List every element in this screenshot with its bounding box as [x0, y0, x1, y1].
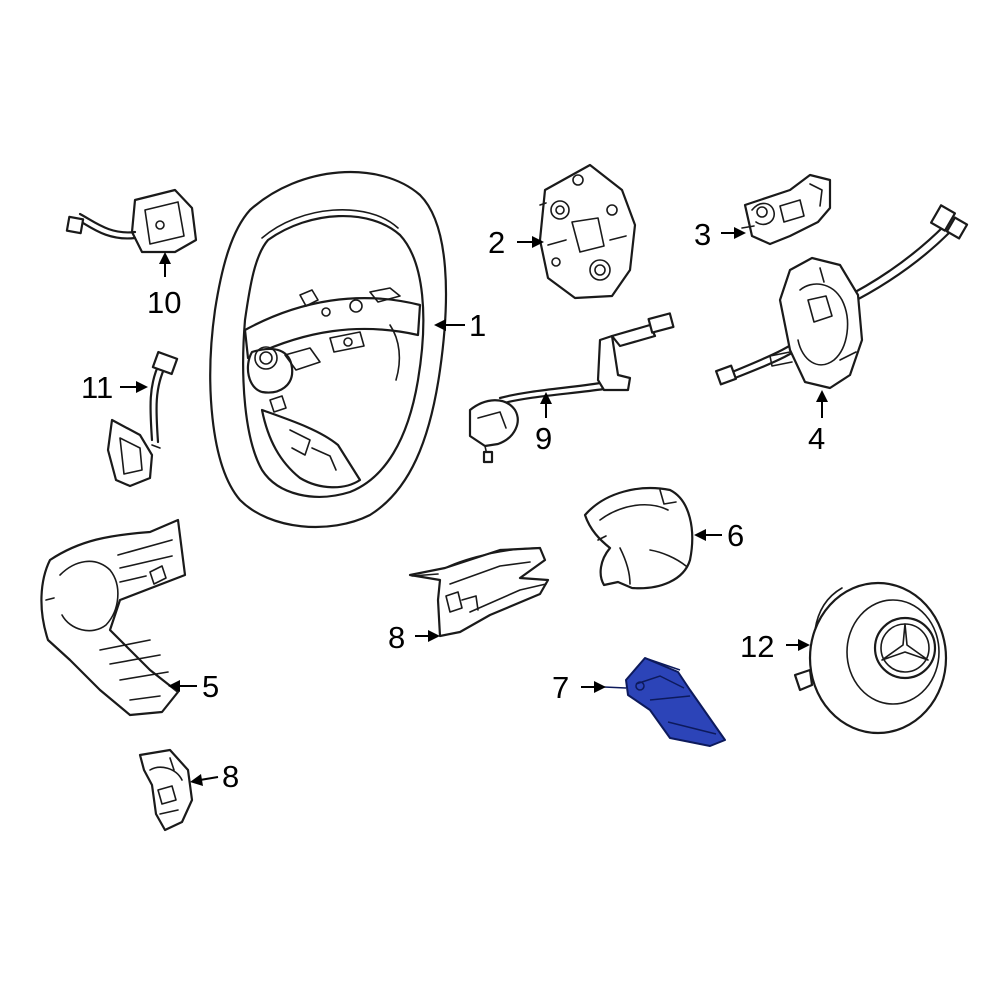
- leader-6: [694, 529, 722, 541]
- callout-7: 7: [552, 670, 569, 705]
- part-11-switch-harness[interactable]: [106, 350, 179, 488]
- part-7-trim-panel[interactable]: [603, 657, 726, 747]
- callout-8-upper: 8: [388, 620, 405, 655]
- callout-3: 3: [694, 217, 711, 252]
- part-5-lower-trim-cover[interactable]: [40, 518, 187, 717]
- part-12-airbag-module[interactable]: [793, 581, 948, 735]
- callout-2: 2: [488, 225, 505, 260]
- callout-5: 5: [202, 669, 219, 704]
- callout-1: 1: [469, 308, 486, 343]
- part-4-clock-spring[interactable]: [714, 204, 969, 390]
- part-8-switch-trim-upper[interactable]: [408, 546, 550, 638]
- callout-4: 4: [808, 421, 825, 456]
- callout-9: 9: [535, 421, 552, 456]
- part-6-upper-trim-cover[interactable]: [583, 486, 694, 590]
- leader-8b: [190, 774, 219, 786]
- callout-6: 6: [727, 518, 744, 553]
- callout-12: 12: [740, 629, 774, 664]
- leader-8a: [415, 630, 440, 642]
- leader-10: [159, 252, 171, 277]
- leader-11: [120, 381, 148, 393]
- leader-12: [786, 639, 810, 651]
- part-9-wiring-harness[interactable]: [468, 312, 675, 464]
- leader-3: [721, 227, 746, 239]
- callout-10: 10: [147, 285, 181, 320]
- leader-1: [434, 319, 465, 331]
- leader-9: [540, 392, 552, 418]
- part-3-switch-module[interactable]: [741, 173, 832, 246]
- callout-11: 11: [81, 370, 113, 405]
- leader-7: [581, 681, 606, 693]
- leader-2: [517, 236, 544, 248]
- leader-5: [168, 680, 197, 692]
- part-2-mounting-plate[interactable]: [538, 163, 637, 300]
- part-8-switch-trim-lower[interactable]: [138, 748, 194, 832]
- leader-4: [816, 390, 828, 418]
- part-7-highlight-fill: [625, 657, 726, 747]
- part-1-steering-wheel[interactable]: [209, 171, 448, 529]
- part-10-shift-switch[interactable]: [65, 188, 198, 254]
- callout-8-lower: 8: [222, 759, 239, 794]
